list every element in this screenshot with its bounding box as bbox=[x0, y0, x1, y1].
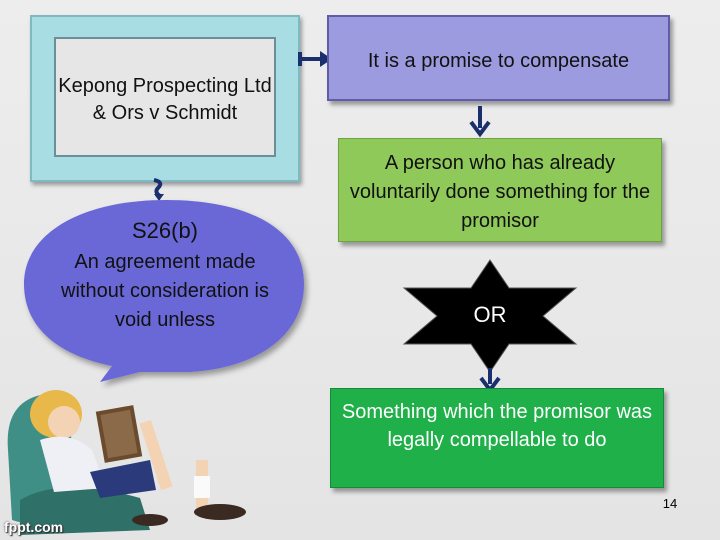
voluntary-act-box: A person who has already voluntarily don… bbox=[338, 138, 662, 242]
watermark: fppt.com bbox=[4, 519, 64, 535]
legal-obligation-text: Something which the promisor was legally… bbox=[341, 401, 653, 451]
down-arrow-icon bbox=[469, 106, 491, 138]
section-heading: S26(b) bbox=[131, 218, 199, 243]
right-arrow-icon bbox=[298, 51, 332, 67]
page-number: 14 bbox=[662, 496, 678, 511]
promise-box: It is a promise to compensate bbox=[327, 15, 670, 101]
or-label: OR bbox=[473, 302, 507, 327]
girl-reading-illustration bbox=[7, 390, 246, 535]
voluntary-act-text: A person who has already voluntarily don… bbox=[349, 152, 651, 232]
legal-obligation-box: Something which the promisor was legally… bbox=[330, 388, 664, 488]
curved-down-arrow-icon bbox=[153, 178, 164, 201]
case-name-box: Kepong Prospecting Ltd & Ors v Schmidt bbox=[54, 37, 276, 157]
section-body: An agreement made without consideration … bbox=[61, 251, 269, 331]
promise-text: It is a promise to compensate bbox=[367, 50, 630, 72]
case-name-text: Kepong Prospecting Ltd & Ors v Schmidt bbox=[58, 75, 272, 124]
